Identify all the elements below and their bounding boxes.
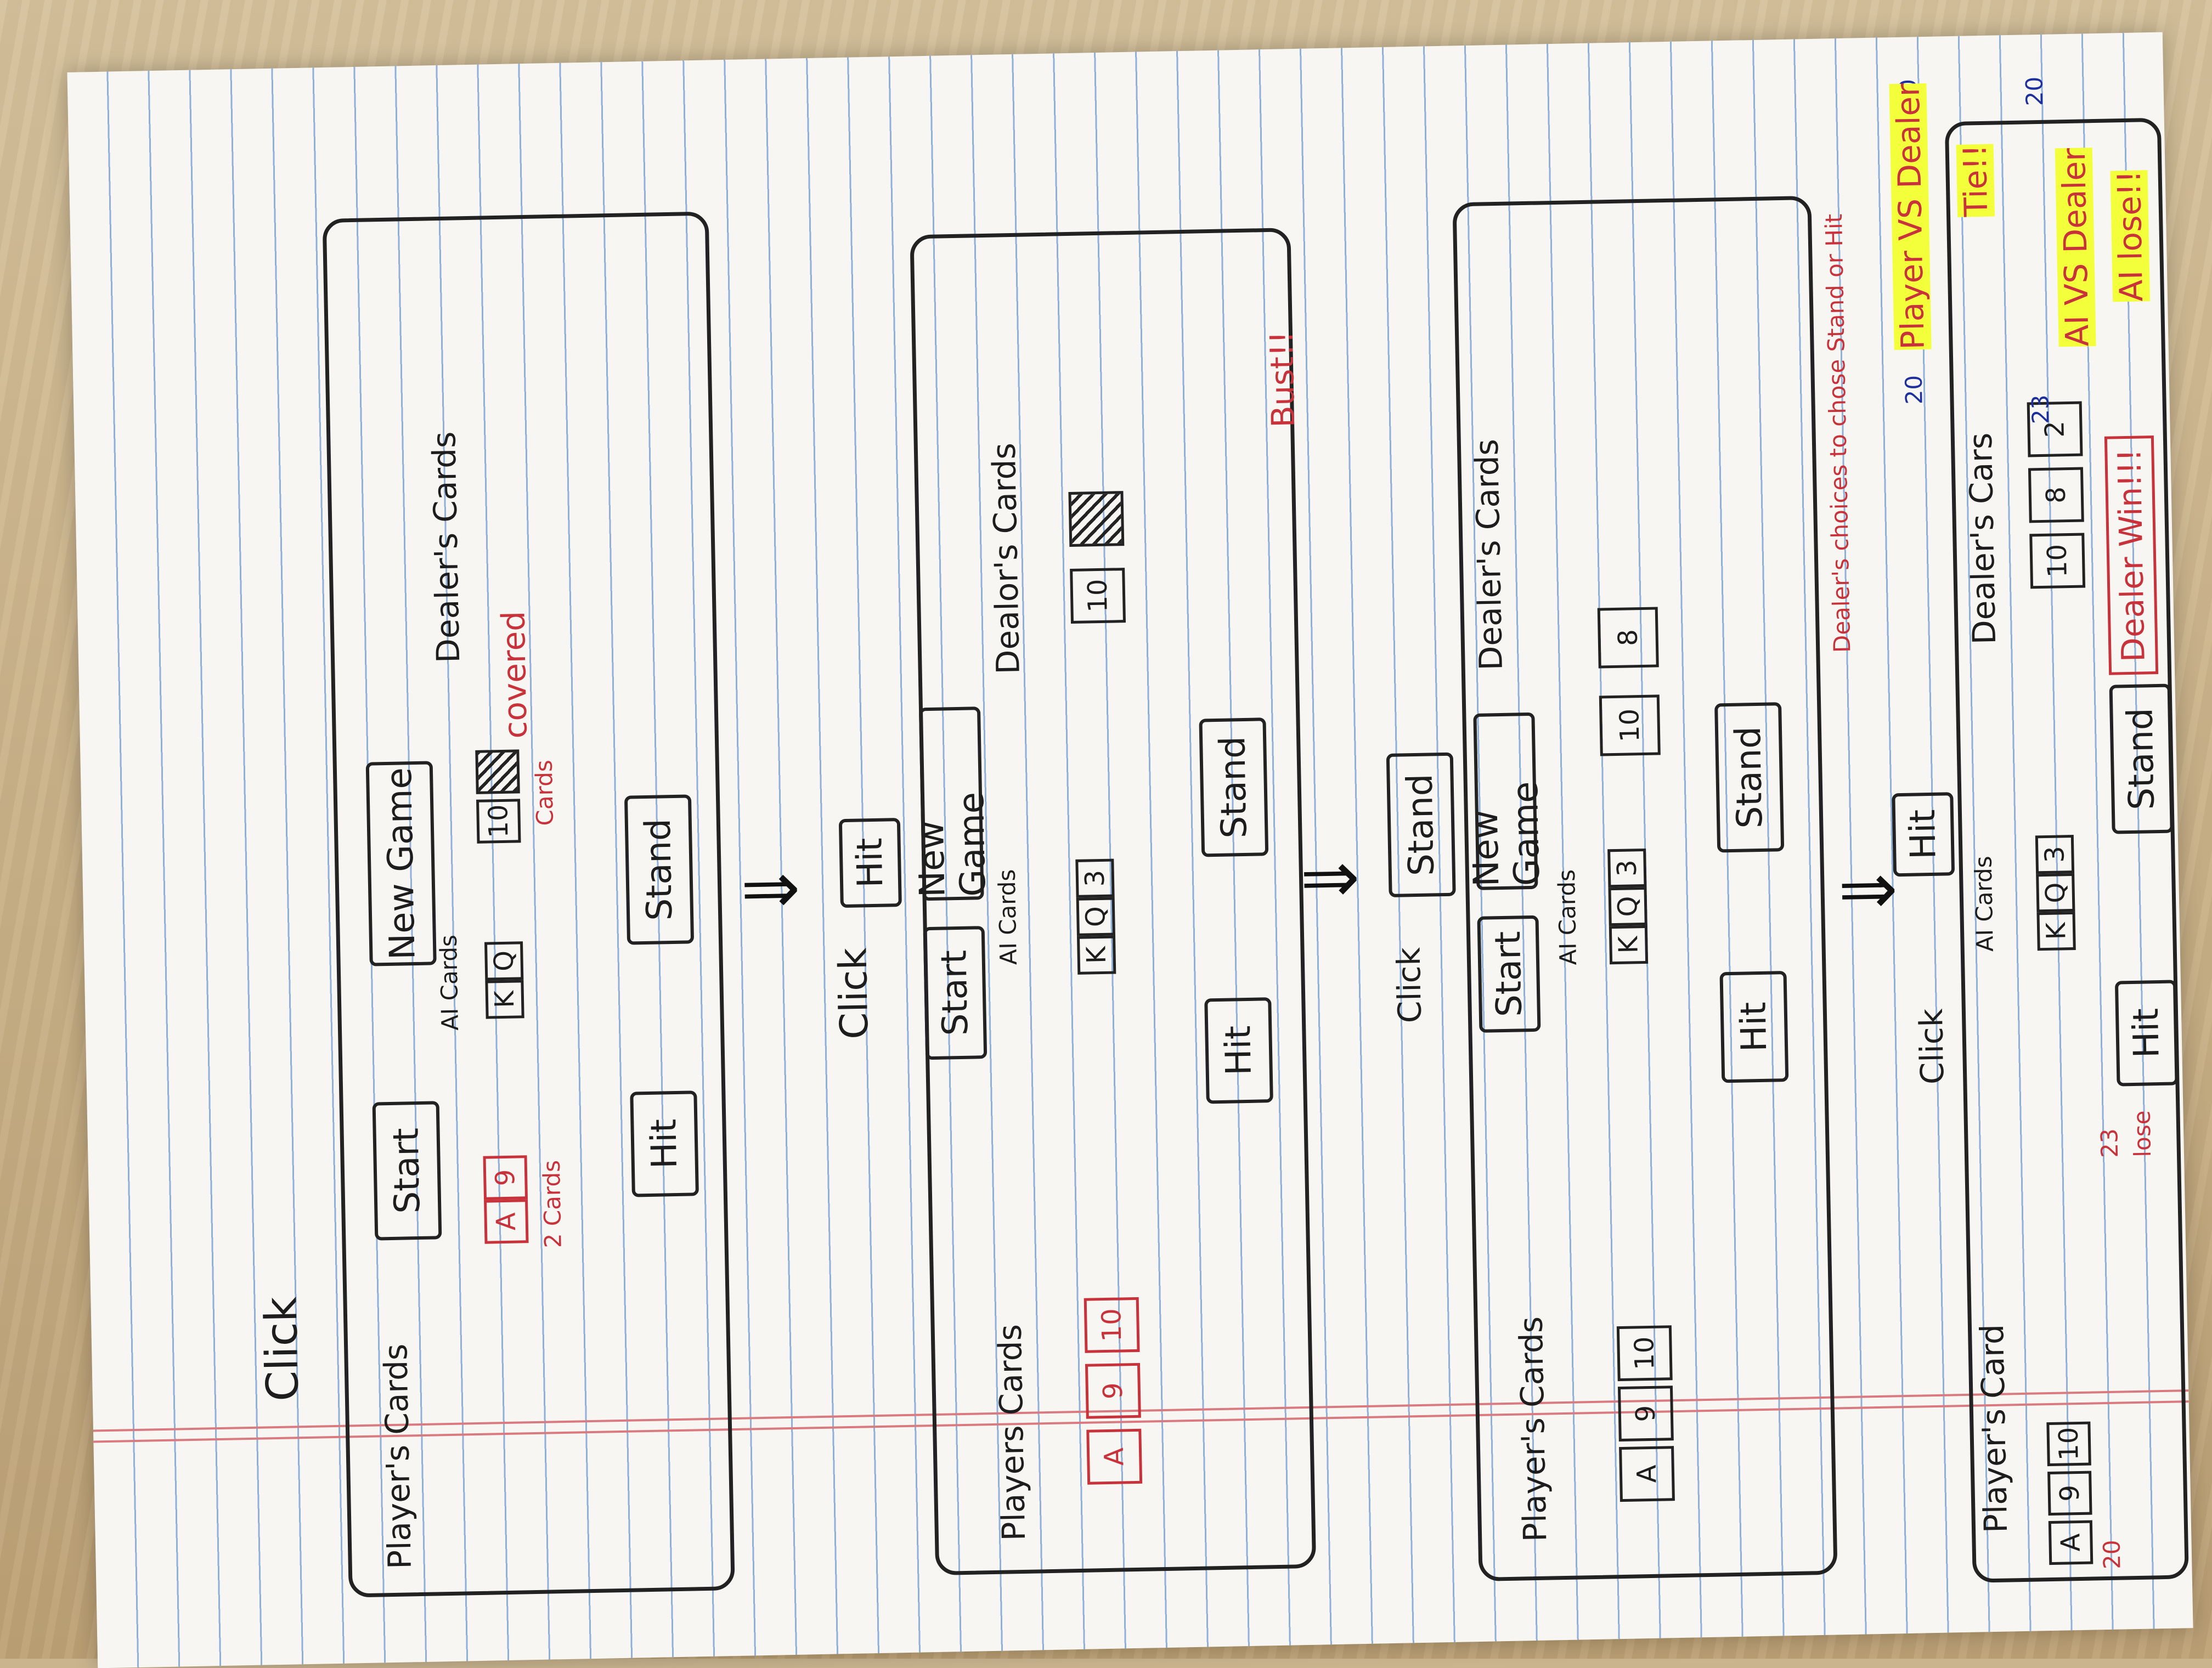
player-card: 10 — [2046, 1421, 2091, 1467]
click-note: Click — [1912, 1008, 1951, 1085]
new-game-button[interactable]: New Game — [911, 706, 994, 901]
tie-note: Tie!! — [1956, 144, 1995, 217]
player-card: 9 — [483, 1155, 528, 1200]
start-button[interactable]: Start — [1477, 915, 1541, 1033]
player-card: A — [2048, 1520, 2094, 1565]
ai-card: K — [1076, 935, 1116, 975]
dealer-card: 8 — [2028, 467, 2084, 523]
new-game-button[interactable]: New Game — [1465, 712, 1548, 890]
player-cards-label: Player's Cards — [377, 1343, 419, 1570]
player-score: 20 — [1900, 375, 1928, 405]
ai-cards-label: AI Cards — [1553, 869, 1582, 966]
stand-button[interactable]: Stand — [1199, 717, 1269, 857]
lined-notebook-paper: Click Player's Cards Start New Game AI C… — [67, 32, 2193, 1668]
lose-note: lose — [2128, 1110, 2157, 1158]
ai-card: Q — [2036, 873, 2075, 913]
dealer-win-note: Dealer Win!!! — [2104, 436, 2159, 675]
arrow-down-icon: ⇓ — [730, 860, 815, 921]
ai-card: K — [1609, 925, 1649, 965]
hit-button-clicked[interactable]: Hit — [1892, 792, 1955, 877]
dealer-card: 10 — [1070, 568, 1126, 624]
player-cards-label: Player's Cards — [1512, 1316, 1554, 1542]
player-card: 10 — [1084, 1297, 1140, 1353]
player-vs-dealer-note: Player VS Dealer — [1889, 83, 1932, 350]
player-score-note: 20 — [2098, 1539, 2126, 1570]
stand-button[interactable]: Stand — [2109, 683, 2174, 834]
dealer-cards-label: Dealer's Cars — [1961, 432, 2004, 645]
ai-card: 3 — [2035, 834, 2075, 874]
hit-button[interactable]: Hit — [630, 1090, 699, 1197]
covered-card — [475, 749, 520, 794]
ai-vs-dealer-note: AI VS Dealer — [2055, 148, 2096, 347]
dealer-score-b: 20 — [2021, 76, 2049, 106]
start-button[interactable]: Start — [372, 1101, 442, 1241]
ai-card: K — [485, 980, 524, 1019]
ai-cards-label: AI Cards — [993, 869, 1022, 965]
ai-score: 23 — [2027, 394, 2055, 425]
ai-card: K — [2036, 911, 2076, 951]
dealer-cards-label: Dealer's Cards — [425, 431, 467, 664]
bust-note: Bust!! — [1262, 330, 1302, 428]
dealer-choice-note: Dealer's choices to chose Stand or Hit — [1820, 213, 1856, 653]
player-card: A — [484, 1199, 529, 1244]
covered-note: covered — [494, 610, 534, 739]
hit-button[interactable]: Hit — [1719, 971, 1789, 1083]
ai-cards-label: AI Cards — [1970, 856, 1999, 952]
player-card: A — [1619, 1446, 1675, 1502]
ai-card: Q — [1608, 886, 1647, 926]
stand-button-clicked[interactable]: Stand — [1386, 752, 1456, 897]
player-card: 9 — [2047, 1471, 2092, 1516]
hit-button[interactable]: Hit — [1204, 997, 1273, 1104]
covered-card — [1068, 491, 1125, 547]
ai-card: Q — [1076, 897, 1115, 936]
dealer-card: 10 — [2029, 533, 2086, 589]
click-note: Click — [255, 1296, 308, 1402]
dealer-card: 10 — [1599, 694, 1661, 756]
arrow-down-icon: ⇓ — [1289, 849, 1374, 911]
player-card: 9 — [1617, 1386, 1674, 1442]
player-cards-label: Player's Card — [1973, 1324, 2015, 1534]
ai-card: Q — [484, 941, 524, 981]
player-card: 10 — [1616, 1325, 1673, 1382]
cards-note: Cards — [530, 759, 558, 826]
ai-card: 3 — [1075, 858, 1115, 898]
start-button[interactable]: Start — [923, 926, 988, 1060]
new-game-button[interactable]: New Game — [365, 761, 437, 966]
dealer-card: 8 — [1597, 607, 1659, 669]
two-cards-note: 2 Cards — [538, 1160, 567, 1248]
sketch-canvas: Click Player's Cards Start New Game AI C… — [67, 32, 2193, 1668]
click-note: Click — [1390, 947, 1429, 1024]
player-cards-label: Players Cards — [991, 1324, 1033, 1541]
click-note: Click — [830, 947, 877, 1040]
dealer-cards-label: Dealor's Cards — [985, 442, 1027, 675]
hit-button-clicked[interactable]: Hit — [838, 818, 902, 908]
stand-button[interactable]: Stand — [624, 794, 695, 945]
dealer-card: 10 — [476, 799, 521, 844]
ai-lose-note: AI lose!! — [2110, 169, 2151, 302]
ai-card: 3 — [1607, 848, 1647, 888]
player-card: 9 — [1085, 1362, 1141, 1419]
ai-cards-label: AI Cards — [435, 934, 464, 1031]
ai-score-note: 23 — [2096, 1128, 2124, 1158]
hit-button[interactable]: Hit — [2114, 980, 2179, 1087]
stand-button[interactable]: Stand — [1714, 702, 1785, 853]
player-card: A — [1086, 1428, 1143, 1485]
dealer-cards-label: Dealer's Cards — [1468, 438, 1510, 671]
